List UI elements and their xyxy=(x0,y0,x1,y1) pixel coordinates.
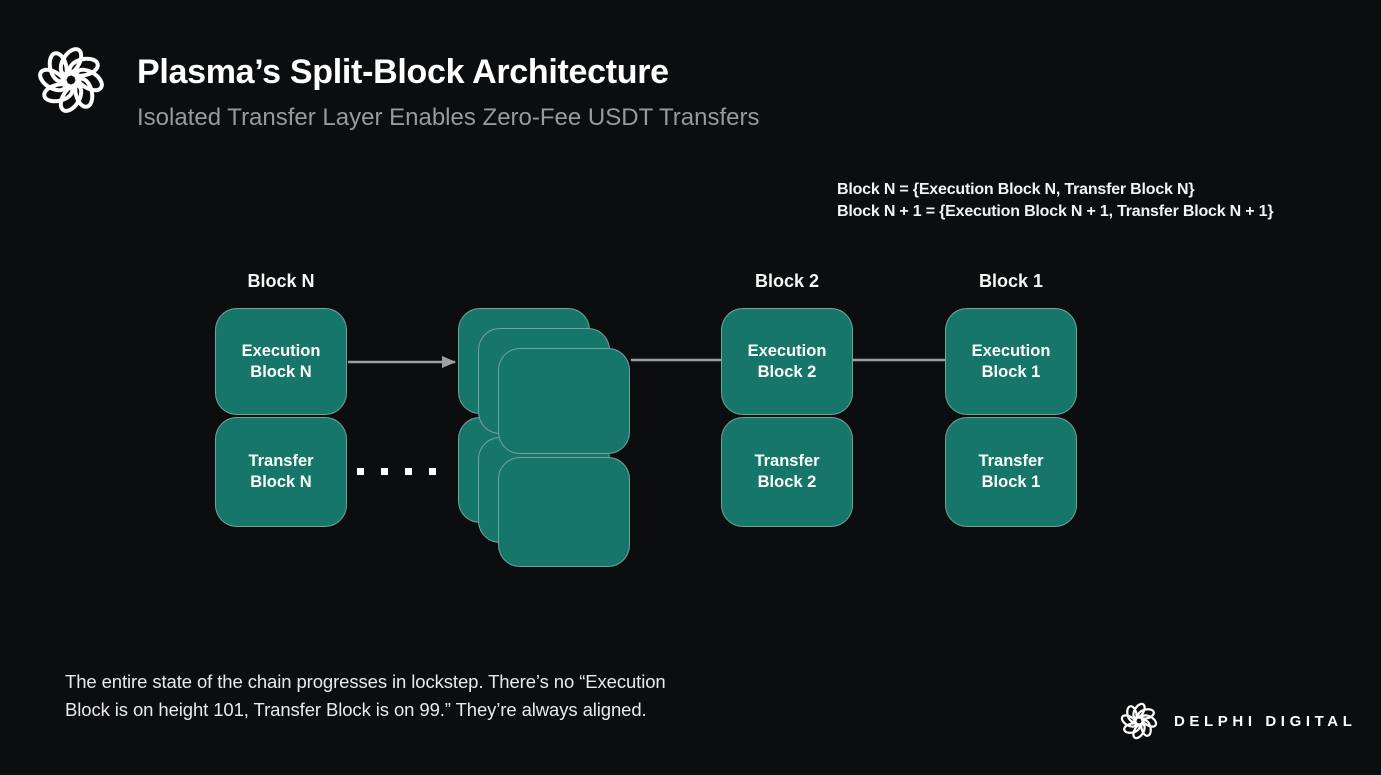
transfer-block-1-label: Transfer Block 1 xyxy=(978,452,1044,491)
ellipsis-dot xyxy=(381,468,388,475)
ellipsis-dot xyxy=(405,468,412,475)
formula-line-1: Block N = {Execution Block N, Transfer B… xyxy=(837,181,1195,198)
footer-note: The entire state of the chain progresses… xyxy=(65,668,666,724)
execution-block-2: Execution Block 2 xyxy=(721,308,853,415)
ellipsis-dot xyxy=(357,468,364,475)
stack-execution-block-front xyxy=(498,348,630,454)
column-label-block-1: Block 1 xyxy=(978,271,1044,291)
column-label-block-2: Block 2 xyxy=(754,271,820,291)
formula-line-2: Block N + 1 = {Execution Block N + 1, Tr… xyxy=(837,203,1274,220)
execution-block-1-label: Execution Block 1 xyxy=(971,341,1051,381)
ellipsis-dot xyxy=(429,468,436,475)
transfer-block-n: Transfer Block N xyxy=(215,417,347,527)
footer-note-line-2: Block is on height 101, Transfer Block i… xyxy=(65,699,647,720)
brand-lockup: DELPHI DIGITAL xyxy=(1118,700,1356,742)
execution-block-1: Execution Block 1 xyxy=(945,308,1077,415)
stack-transfer-block-front xyxy=(498,457,630,567)
execution-block-2-label: Execution Block 2 xyxy=(747,341,827,381)
page-title: Plasma’s Split-Block Architecture xyxy=(137,53,669,91)
transfer-block-2-label: Transfer Block 2 xyxy=(754,452,820,491)
block-definition-formula: Block N = {Execution Block N, Transfer B… xyxy=(837,179,1274,223)
column-label-block-n: Block N xyxy=(247,271,315,291)
transfer-block-1: Transfer Block 1 xyxy=(945,417,1077,527)
transfer-block-2: Transfer Block 2 xyxy=(721,417,853,527)
execution-block-n-label: Execution Block N xyxy=(241,341,321,381)
brand-wordmark: DELPHI DIGITAL xyxy=(1174,712,1357,730)
footer-note-line-1: The entire state of the chain progresses… xyxy=(65,671,666,692)
delphi-knot-logo xyxy=(38,47,104,113)
transfer-block-n-label: Transfer Block N xyxy=(248,452,314,491)
page-subtitle: Isolated Transfer Layer Enables Zero-Fee… xyxy=(137,104,760,131)
execution-block-n: Execution Block N xyxy=(215,308,347,415)
delphi-knot-icon xyxy=(1120,702,1158,740)
ellipsis-dots xyxy=(357,468,436,475)
